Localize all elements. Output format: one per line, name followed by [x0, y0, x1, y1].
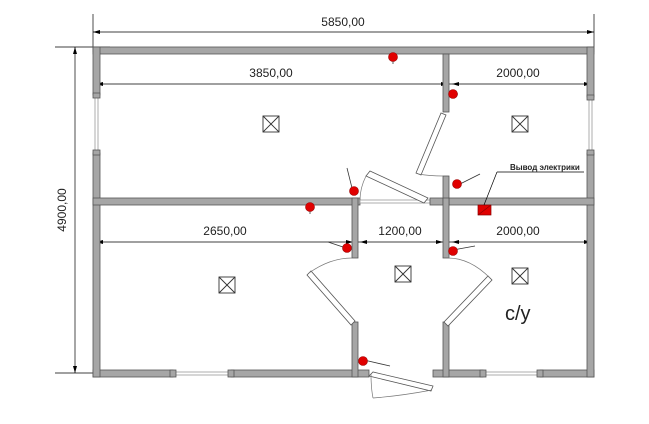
socket-icon — [327, 241, 352, 253]
lamp-icon — [262, 115, 280, 133]
bottom-middle-room-width-label: 1200,00 — [378, 224, 422, 238]
overall-height-label: 4900,00 — [55, 188, 69, 232]
bottom-left-room-width-label: 2650,00 — [203, 224, 247, 238]
top-right-room-width-label: 2000,00 — [496, 66, 540, 80]
ceiling-lamps — [218, 115, 529, 294]
sockets — [305, 52, 481, 367]
overall-width-label: 5850,00 — [321, 15, 365, 29]
socket-icon — [346, 167, 359, 196]
electric-panel — [477, 171, 584, 216]
top-left-room-width-label: 3850,00 — [249, 66, 293, 80]
windows — [92, 92, 595, 378]
socket-icon — [448, 89, 458, 99]
lamp-icon — [511, 267, 529, 285]
walls — [92, 46, 595, 378]
lamp-icon — [394, 265, 412, 283]
dimension-lines — [55, 14, 595, 374]
socket-icon — [452, 173, 481, 189]
lamp-icon — [511, 115, 529, 133]
doors — [306, 112, 493, 399]
bottom-right-room-width-label: 2000,00 — [496, 224, 540, 238]
bathroom-label: с/у — [505, 303, 531, 325]
socket-icon — [388, 52, 398, 64]
socket-icon — [305, 202, 315, 214]
socket-icon — [358, 356, 391, 367]
lamp-icon — [218, 276, 236, 294]
electric-outlet-label: Вывод электрики — [510, 163, 580, 172]
socket-icon — [448, 245, 476, 256]
